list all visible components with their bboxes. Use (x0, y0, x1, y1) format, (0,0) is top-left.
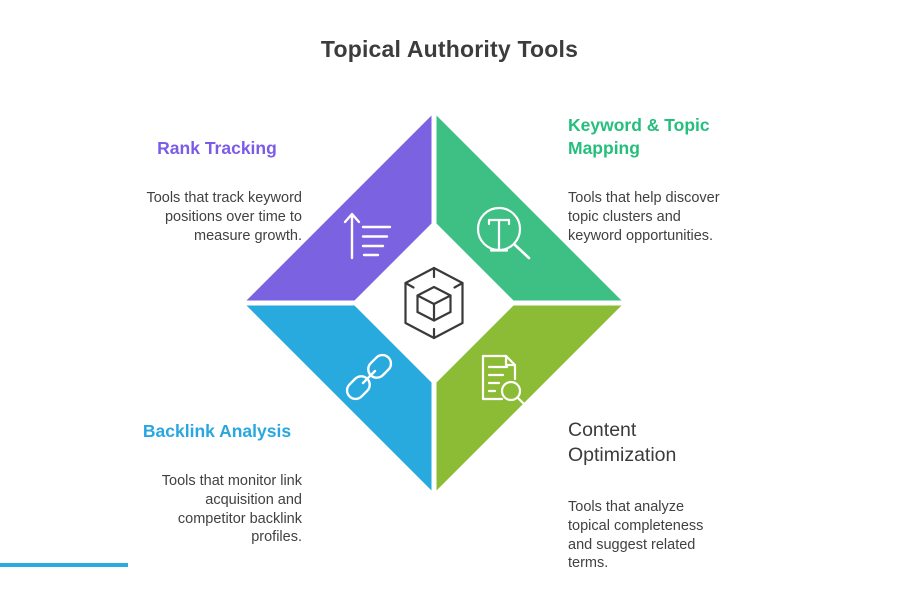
keyword-topic-mapping-heading: Keyword & Topic Mapping (568, 115, 710, 159)
page-title: Topical Authority Tools (320, 36, 579, 62)
keyword-topic-mapping-block: Keyword & Topic Mapping Tools that help … (568, 96, 743, 263)
rank-growth-icon (343, 212, 392, 260)
keyword-topic-mapping-description: Tools that help discover topic clusters … (568, 190, 720, 244)
link-icon (345, 353, 393, 401)
footer-accent-line (0, 563, 128, 567)
search-text-icon (476, 206, 531, 260)
rank-tracking-description: Tools that track keyword positions over … (146, 190, 302, 244)
quadrant-content-optimization (436, 305, 622, 491)
content-optimization-heading: Content Optimization (568, 419, 677, 466)
rank-tracking-heading: Rank Tracking (157, 138, 277, 158)
rank-tracking-block: Rank Tracking Tools that track keyword p… (132, 119, 302, 263)
backlink-analysis-block: Backlink Analysis Tools that monitor lin… (132, 402, 302, 565)
document-search-icon (481, 354, 527, 407)
cube-icon (404, 266, 464, 340)
backlink-analysis-heading: Backlink Analysis (142, 421, 292, 441)
content-optimization-block: Content Optimization Tools that analyze … (568, 400, 743, 591)
content-optimization-description: Tools that analyze topical completeness … (568, 499, 704, 572)
backlink-analysis-description: Tools that monitor link acquisition and … (161, 473, 302, 546)
diamond-diagram (246, 115, 622, 491)
quadrant-backlink-analysis (246, 305, 432, 491)
quadrant-keyword-topic-mapping (436, 115, 622, 301)
quadrant-rank-tracking (246, 115, 432, 301)
